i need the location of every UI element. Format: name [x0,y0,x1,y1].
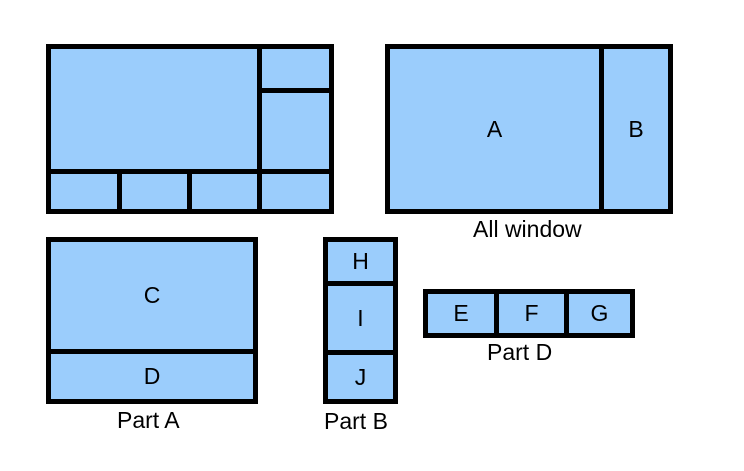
part-d-diagram: E F G [423,289,635,338]
part-d-caption: Part D [487,339,553,365]
skeleton-bottom-region-3[interactable] [192,174,257,209]
part-b-diagram: H I J [323,237,398,404]
skeleton-main-region[interactable] [51,49,257,169]
region-f[interactable]: F [499,294,564,333]
all-window-caption: All window [473,216,582,242]
region-i[interactable]: I [328,286,393,350]
skeleton-bottom-region-4[interactable] [262,174,329,209]
all-window-diagram: A B [385,44,673,214]
skeleton-bottom-region-1[interactable] [51,174,117,209]
part-a-diagram: C D [46,237,258,404]
region-b[interactable]: B [604,49,668,209]
part-a-caption: Part A [117,407,180,433]
region-e[interactable]: E [428,294,494,333]
skeleton-side-middle-region[interactable] [262,93,329,169]
region-d[interactable]: D [51,354,253,399]
skeleton-bottom-region-2[interactable] [122,174,187,209]
region-g[interactable]: G [569,294,630,333]
region-h[interactable]: H [328,242,393,281]
window-layout-skeleton-diagram [46,44,334,214]
region-j[interactable]: J [328,355,393,399]
region-a[interactable]: A [390,49,599,209]
part-b-caption: Part B [324,408,388,434]
skeleton-side-top-region[interactable] [262,49,329,88]
region-c[interactable]: C [51,242,253,349]
